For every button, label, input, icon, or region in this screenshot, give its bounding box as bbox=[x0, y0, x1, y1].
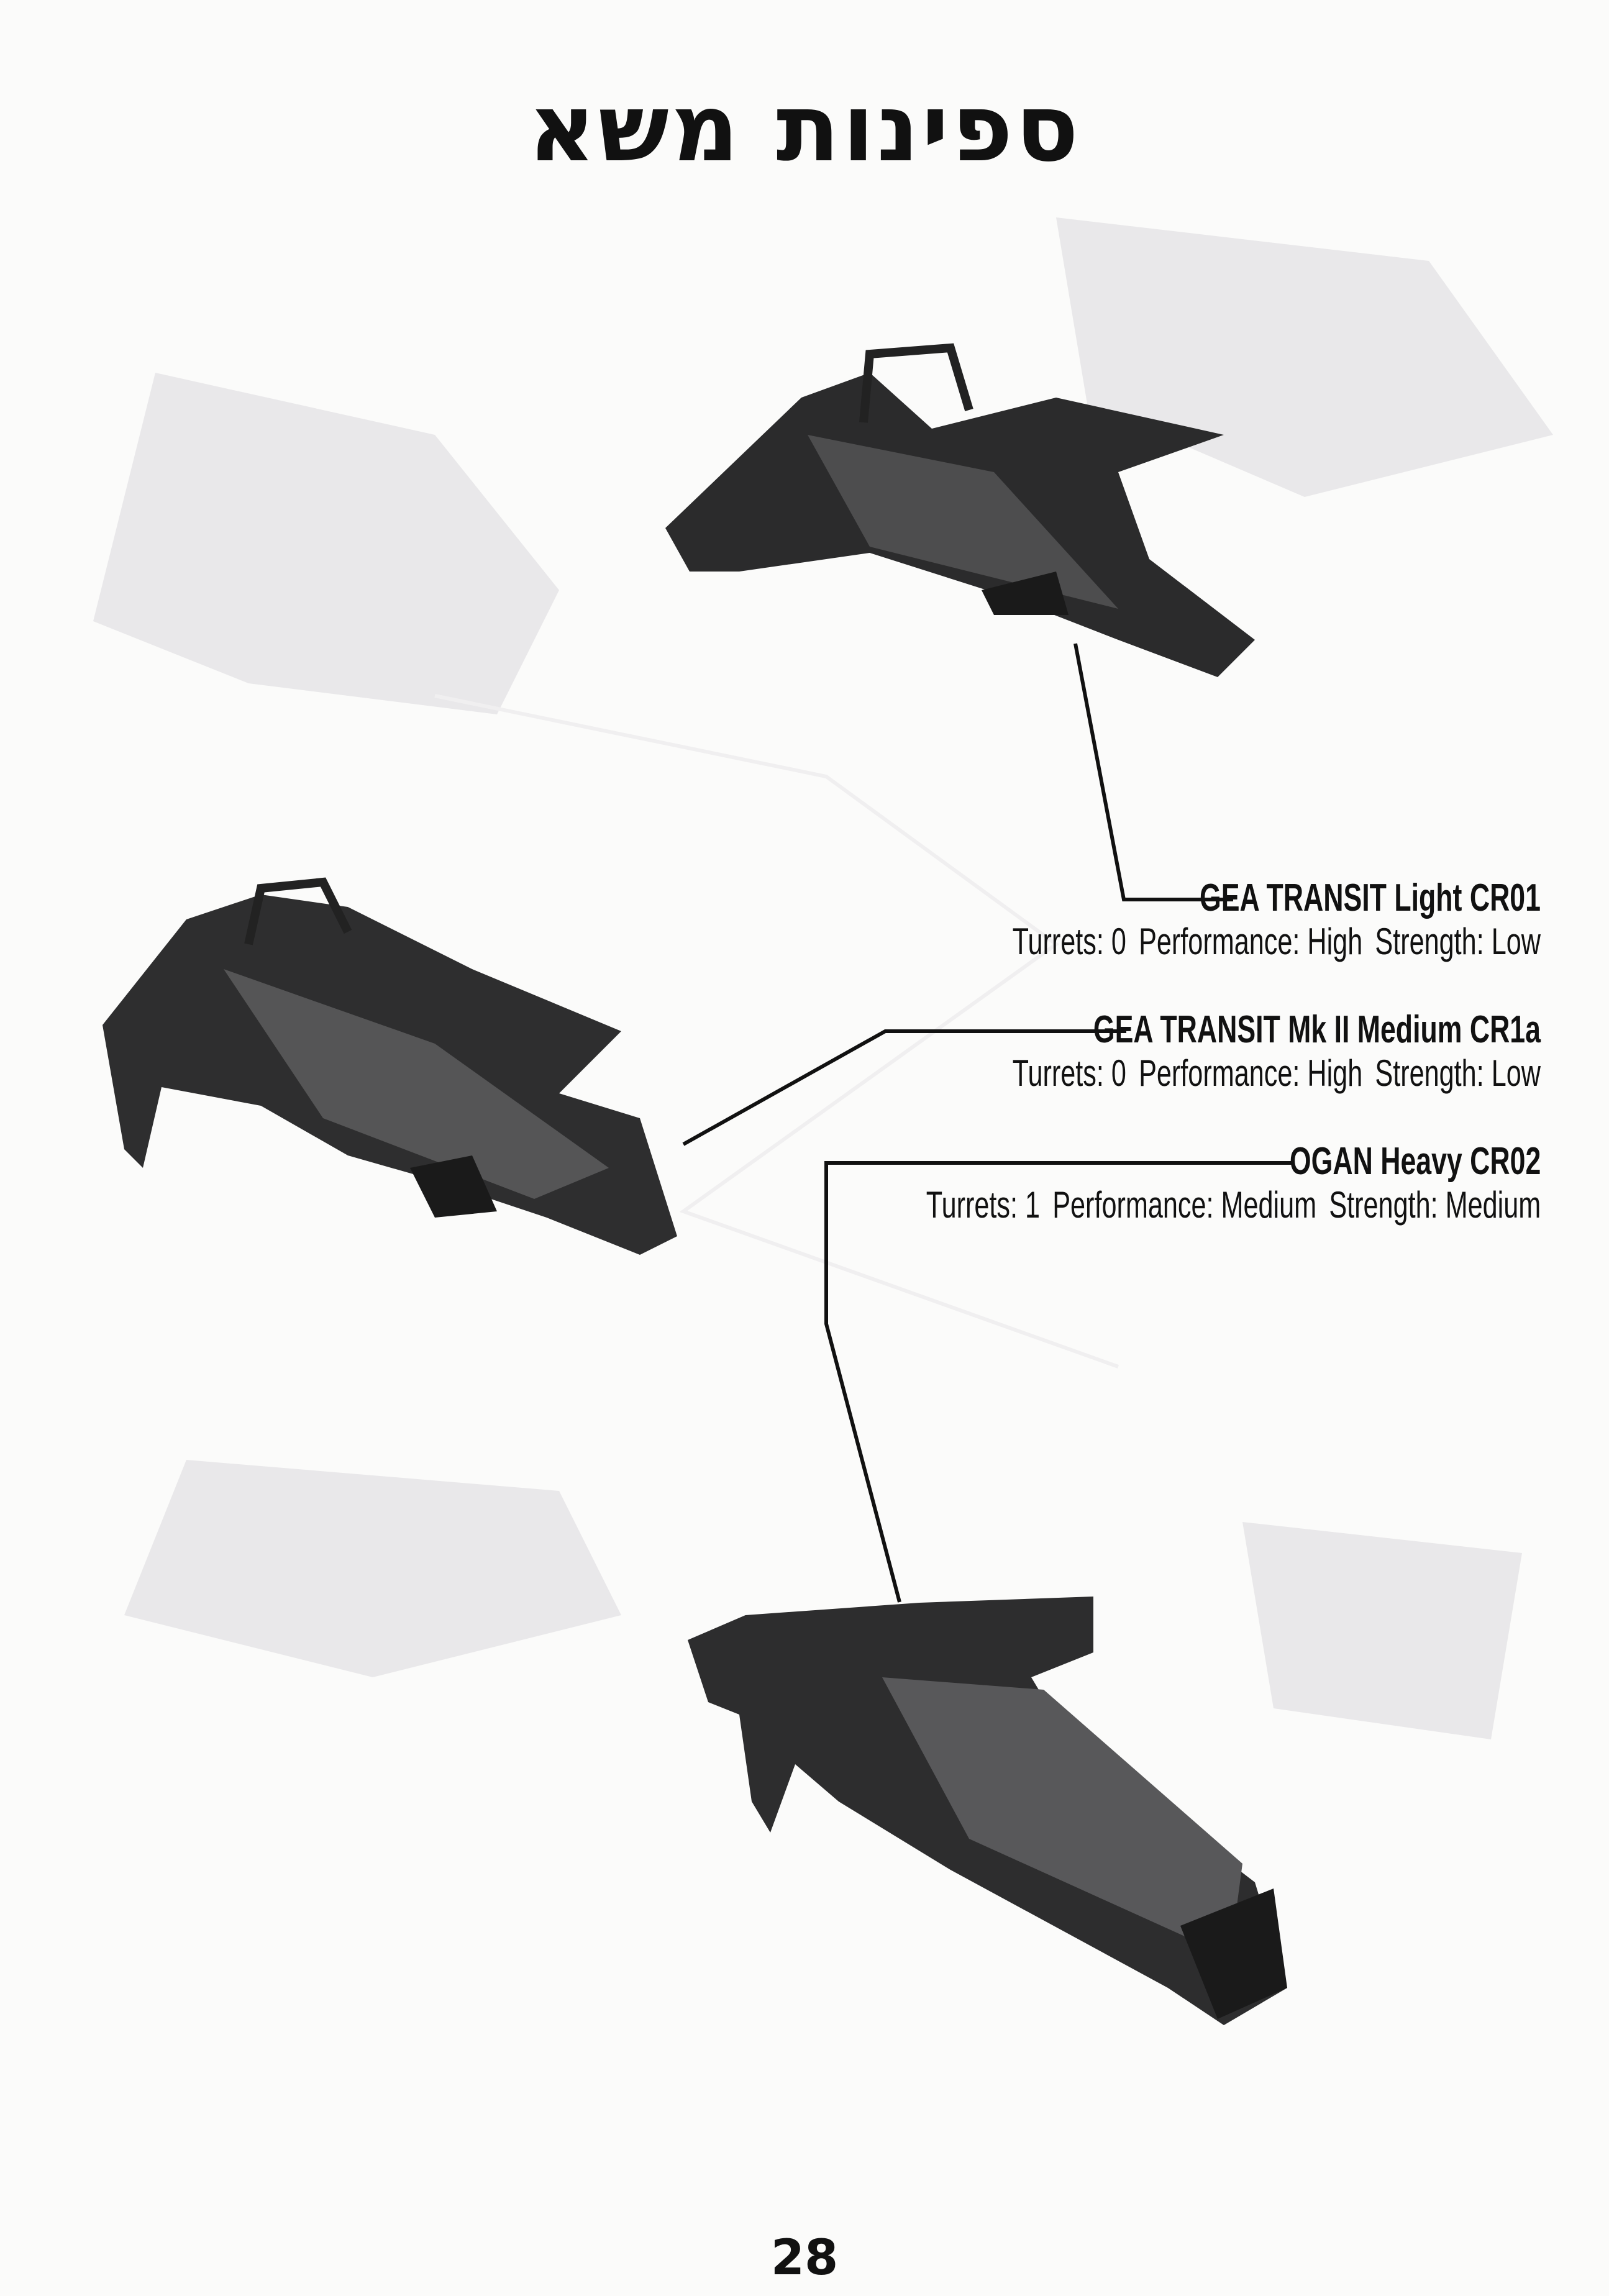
callout-lines bbox=[682, 643, 1295, 1603]
strength-stat: Strength: Medium bbox=[1329, 1184, 1541, 1226]
strength-stat: Strength: Low bbox=[1375, 1052, 1541, 1094]
turrets-stat: Turrets: 1 bbox=[926, 1184, 1040, 1226]
ship-stats: Turrets: 0 Performance: High Strength: Low bbox=[1000, 920, 1541, 963]
page-number: 28 bbox=[770, 2230, 839, 2286]
callout-line-ship-2 bbox=[682, 1029, 1126, 1146]
page-title: ספינות משא bbox=[527, 75, 1082, 183]
performance-stat: Performance: High bbox=[1139, 1052, 1363, 1094]
ship-name: GEA TRANSIT Mk II Medium CR1a bbox=[1093, 1008, 1541, 1051]
strength-stat: Strength: Low bbox=[1375, 921, 1541, 962]
turrets-stat: Turrets: 0 bbox=[1012, 921, 1126, 962]
ship-label-2: GEA TRANSIT Mk II Medium CR1a Turrets: 0… bbox=[1000, 1008, 1541, 1095]
ship-gea-transit-mk2-medium-cr1a-image bbox=[103, 877, 677, 1255]
ship-label-1: GEA TRANSIT Light CR01 Turrets: 0 Perform… bbox=[1000, 876, 1541, 963]
background-grid-lines bbox=[434, 694, 1119, 1369]
ship-name: OGAN Heavy CR02 bbox=[1289, 1140, 1541, 1183]
performance-stat: Performance: Medium bbox=[1052, 1184, 1316, 1226]
ship-gea-transit-light-cr01-image bbox=[665, 343, 1255, 677]
ship-name: GEA TRANSIT Light CR01 bbox=[1200, 877, 1541, 919]
ship-stats: Turrets: 0 Performance: High Strength: Low bbox=[1000, 1052, 1541, 1095]
ship-label-3: OGAN Heavy CR02 Turrets: 1 Performance: M… bbox=[913, 1139, 1541, 1226]
ship-ogan-heavy-cr02-image bbox=[688, 1597, 1287, 2025]
performance-stat: Performance: High bbox=[1139, 921, 1363, 962]
callout-line-ship-3 bbox=[824, 1161, 1295, 1603]
background-ghost-images bbox=[93, 217, 1553, 1739]
callout-line-ship-1 bbox=[1073, 643, 1233, 901]
ship-stats: Turrets: 1 Performance: Medium Strength: M… bbox=[913, 1183, 1541, 1226]
turrets-stat: Turrets: 0 bbox=[1012, 1052, 1126, 1094]
